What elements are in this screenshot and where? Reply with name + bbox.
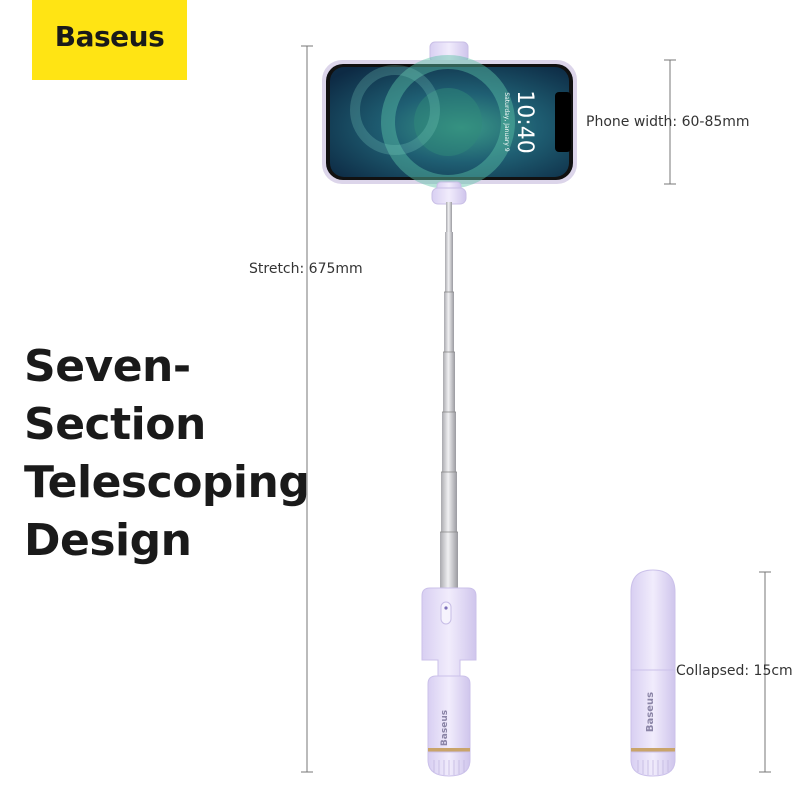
shutter-button (440, 601, 452, 625)
brand-logo-box: Baseus (32, 0, 187, 80)
collapsed-label: Collapsed: 15cm (676, 663, 793, 679)
phone-clamp-joint (431, 181, 467, 205)
telescopic-pole (440, 202, 458, 592)
brand-logo: Baseus (54, 20, 165, 53)
gold-ring (428, 748, 470, 752)
handle-brand-mark: Baseus (440, 710, 450, 746)
headline-line-1: Seven- (24, 341, 191, 392)
headline-line-3: Telescoping (24, 457, 310, 508)
phone-notch (555, 92, 571, 152)
headline-line-2: Section (24, 399, 206, 450)
headline: Seven- Section Telescoping Design (24, 338, 310, 570)
handle-extended: Baseus (421, 587, 477, 777)
collapsed-dimension-line (759, 571, 771, 773)
stretch-dimension-line (301, 45, 313, 773)
collapsed-unit: Baseus (630, 569, 676, 777)
collapsed-brand-mark: Baseus (645, 692, 656, 732)
phone: 10:40 Saturday, January 9 (322, 55, 577, 189)
stretch-label: Stretch: 675mm (249, 261, 363, 277)
collapsed-gold-ring (631, 748, 675, 752)
headline-line-4: Design (24, 515, 192, 566)
phone-width-label: Phone width: 60-85mm (586, 114, 750, 130)
phone-width-dimension-line (664, 59, 676, 185)
phone-date: Saturday, January 9 (503, 92, 510, 152)
phone-time: 10:40 (512, 90, 537, 153)
